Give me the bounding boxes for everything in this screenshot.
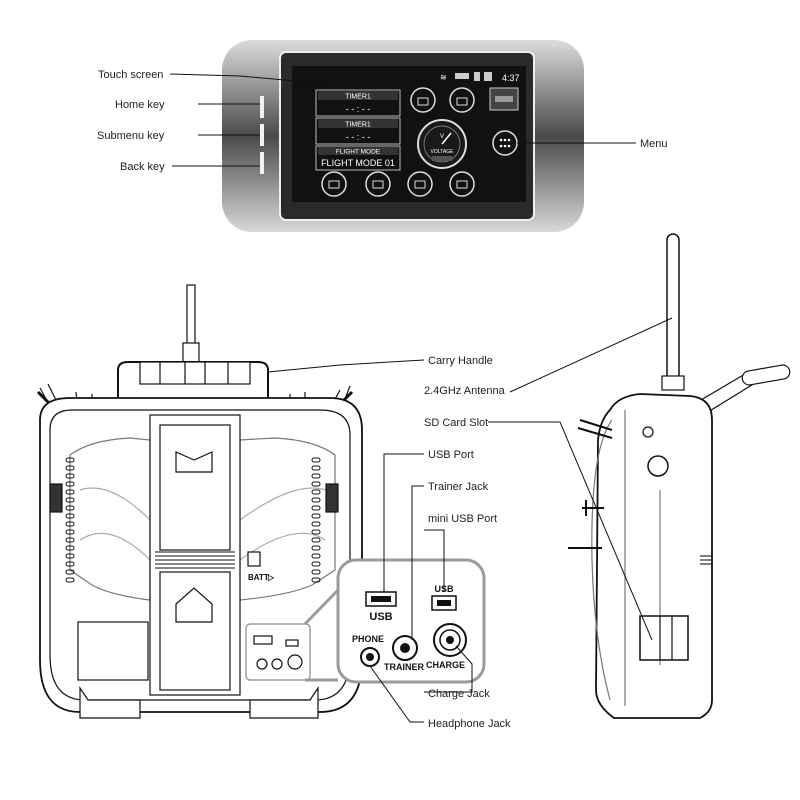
status-bar: ≋ 4:37 [440, 72, 520, 83]
battery-latch [155, 551, 235, 569]
gauge-label: VOLTAGE [431, 149, 455, 155]
label-trainer-jack: Trainer Jack [428, 481, 489, 493]
trim-indicator-top-left [410, 87, 436, 113]
menu-button[interactable] [492, 130, 518, 156]
label-sd-card-slot: SD Card Slot [424, 417, 488, 429]
trainer-label: TRAINER [384, 662, 424, 672]
timer1-box[interactable] [315, 89, 401, 117]
wifi-icon: ≋ [440, 73, 447, 82]
timer2-box[interactable] [315, 117, 401, 145]
trim-indicator-bottom-3 [407, 171, 433, 197]
charge-label: CHARGE [426, 660, 465, 670]
signal-icon [455, 73, 469, 79]
battery-icon [474, 72, 480, 81]
label-touch-screen: Touch screen [98, 69, 163, 81]
label-submenu-key: Submenu key [97, 130, 165, 142]
side-body [595, 393, 713, 719]
model-thumbnail-image [495, 96, 513, 102]
label-charge-jack: Charge Jack [428, 688, 490, 700]
usb-port-label: USB [369, 611, 392, 623]
carry-handle-line [267, 359, 425, 373]
status-time: 4:37 [502, 73, 520, 83]
antenna-line [509, 317, 673, 393]
flight-mode-box[interactable] [315, 145, 401, 171]
left-grip-dots [65, 457, 75, 583]
right-grip-dots [311, 457, 321, 583]
label-menu: Menu [640, 138, 668, 150]
timer1-value: - - : - - [346, 104, 371, 114]
label-headphone-jack: Headphone Jack [428, 718, 511, 730]
headphone-jack-line [369, 665, 424, 723]
label-home-key: Home key [115, 99, 165, 111]
label-mini-usb-port: mini USB Port [428, 513, 497, 525]
timer1-header [318, 91, 398, 100]
sd-card-slot[interactable] [639, 615, 689, 661]
bottom-callout-lines [267, 317, 673, 723]
timer2-header [318, 119, 398, 128]
small-port-panel [245, 623, 311, 681]
battery-cover [149, 414, 241, 696]
trim-indicator-bottom-2 [365, 171, 391, 197]
timer2-label: TIMER1 [345, 122, 371, 129]
screen-detail: ≋ 4:37 TIMER1 - - : - - TIMER1 - - : - -… [97, 40, 668, 232]
flight-mode-value: FLIGHT MODE 01 [321, 158, 395, 168]
label-carry-handle: Carry Handle [428, 355, 493, 367]
transmitter-back-view: BATT ▷ [36, 284, 363, 719]
sd-card-line [488, 421, 653, 641]
back-key[interactable] [260, 152, 264, 174]
port-zoom-panel: USB USB PHONE TRAINER CHARGE [303, 558, 486, 684]
submenu-key[interactable] [260, 124, 264, 146]
antenna-rear [186, 284, 196, 346]
label-usb-port: USB Port [428, 449, 474, 461]
home-key[interactable] [260, 96, 264, 118]
transmitter-side-view [568, 233, 791, 719]
label-back-key: Back key [120, 161, 165, 173]
charge-jack-line [424, 645, 473, 693]
label-antenna: 2.4GHz Antenna [424, 385, 506, 397]
flight-mode-header [318, 147, 398, 155]
antenna [666, 233, 680, 385]
trim-indicator-bottom-4 [449, 171, 475, 197]
batt-label: BATT [248, 573, 269, 582]
mini-usb-port-line [424, 529, 445, 592]
usb-port-line [383, 453, 424, 592]
timer1-label: TIMER1 [345, 94, 371, 101]
phone-label: PHONE [352, 634, 384, 644]
timer2-value: - - : - - [346, 132, 371, 142]
trim-indicator-bottom-1 [321, 171, 347, 197]
batt-arrow-icon: ▷ [267, 573, 275, 582]
trainer-jack-line [411, 485, 424, 640]
voltage-gauge: V VOLTAGE [417, 119, 467, 169]
flight-mode-label: FLIGHT MODE [336, 149, 381, 156]
trim-indicator-top-right [449, 87, 475, 113]
sd-icon [484, 72, 492, 81]
gauge-letter: V [440, 134, 444, 140]
touch-screen-line [169, 73, 331, 85]
